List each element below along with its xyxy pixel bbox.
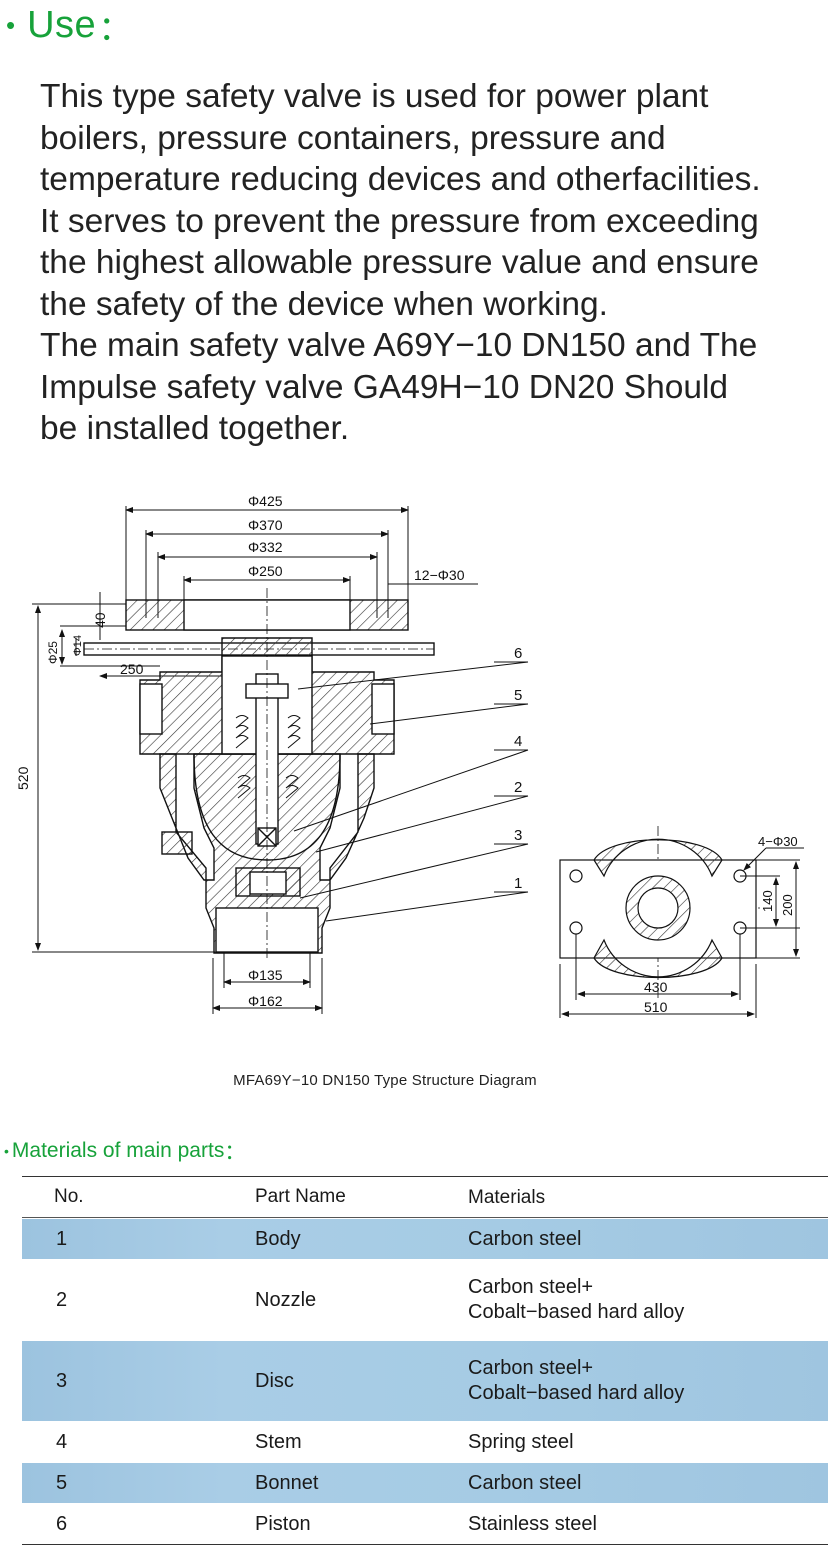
use-line: temperature reducing devices and otherfa… (40, 161, 761, 198)
header-materials: Materials (468, 1186, 546, 1208)
dim-phi250: Φ250 (248, 563, 283, 579)
bullet-icon: • (4, 1143, 9, 1159)
use-title: Use (27, 3, 97, 46)
dim-phi25: Φ25 (46, 641, 60, 664)
dim-phi370: Φ370 (248, 517, 283, 533)
row-part-name: Nozzle (255, 1288, 317, 1311)
dim-40: 40 (92, 612, 108, 628)
table-row: 1 Body Carbon steel (22, 1218, 828, 1259)
materials-colon: ： (224, 1141, 246, 1164)
dim-12-phi30: 12−Φ30 (414, 567, 465, 583)
callout-6: 6 (514, 645, 522, 662)
callout-2: 2 (514, 779, 522, 796)
materials-heading: • Materials of main parts ： (4, 1136, 245, 1166)
valve-drawing: Φ425 Φ370 Φ332 Φ250 12−Φ30 40 Φ25 Φ14 25… (15, 493, 804, 1018)
use-line: Impulse safety valve GA49H−10 DN20 Shoul… (40, 368, 729, 406)
dim-520: 520 (15, 766, 31, 790)
material-line: Spring steel (468, 1430, 574, 1453)
row-no: 2 (56, 1288, 68, 1311)
material-line: Cobalt−based hard alloy (468, 1382, 685, 1404)
use-line: boilers, pressure containers, pressure a… (40, 119, 666, 157)
callout-5: 5 (514, 687, 522, 704)
dim-200: 200 (780, 894, 795, 916)
row-no: 6 (56, 1512, 68, 1535)
row-no: 4 (56, 1430, 68, 1453)
material-line: Cobalt−based hard alloy (468, 1301, 685, 1323)
header-no: No. (54, 1186, 84, 1207)
dim-4-phi30: 4−Φ30 (758, 834, 798, 849)
row-part-name: Body (255, 1227, 301, 1250)
material-line: Stainless steel (468, 1512, 597, 1535)
table-row: 2 Nozzle Carbon steel+ Cobalt−based hard… (22, 1259, 828, 1340)
row-part-name: Piston (255, 1512, 311, 1535)
structure-diagram: Φ425 Φ370 Φ332 Φ250 12−Φ30 40 Φ25 Φ14 25… (0, 488, 832, 1028)
row-part-name: Bonnet (255, 1471, 319, 1494)
use-line: The main safety valve A69Y−10 DN150 and … (40, 327, 758, 364)
bullet-icon: • (6, 10, 16, 40)
row-material: Carbon steel (468, 1471, 581, 1496)
callout-3: 3 (514, 827, 522, 844)
use-line: This type safety valve is used for power… (40, 78, 709, 115)
dim-250: 250 (120, 661, 144, 677)
row-part-name: Disc (255, 1369, 294, 1392)
diagram-caption: MFA69Y−10 DN150 Type Structure Diagram (233, 1072, 537, 1089)
row-material: Carbon steel+ Cobalt−based hard alloy (468, 1275, 684, 1325)
dim-phi135: Φ135 (248, 967, 283, 983)
dim-phi14: Φ14 (72, 635, 84, 656)
table-row: 5 Bonnet Carbon steel (22, 1462, 828, 1503)
use-line: be installed together. (40, 410, 350, 447)
table-row: 4 Stem Spring steel (22, 1421, 828, 1462)
dim-430: 430 (644, 979, 668, 995)
row-no: 5 (56, 1471, 68, 1494)
table-row: 3 Disc Carbon steel+ Cobalt−based hard a… (22, 1340, 828, 1421)
dim-510: 510 (644, 999, 668, 1015)
callout-4: 4 (514, 733, 522, 750)
dim-phi425: Φ425 (248, 493, 283, 509)
use-colon: ： (98, 9, 133, 48)
dim-phi332: Φ332 (248, 539, 283, 555)
table-row: 6 Piston Stainless steel (22, 1503, 828, 1544)
row-part-name: Stem (255, 1430, 302, 1453)
material-line: Carbon steel (468, 1471, 582, 1494)
materials-table: No. Part Name Materials 1 Body Carbon st… (22, 1176, 828, 1545)
row-material: Carbon steel (468, 1227, 581, 1252)
table-header-row: No. Part Name Materials (22, 1177, 828, 1218)
row-no: 1 (56, 1227, 68, 1250)
row-no: 3 (56, 1369, 68, 1392)
row-material: Stainless steel (468, 1512, 597, 1537)
row-material: Carbon steel+ Cobalt−based hard alloy (468, 1356, 684, 1406)
use-description: This type safety valve is used for power… (40, 76, 830, 450)
header-part-name: Part Name (255, 1186, 346, 1207)
materials-title: Materials of main parts (11, 1139, 225, 1162)
material-line: Carbon steel+ (468, 1276, 594, 1298)
row-material: Spring steel (468, 1430, 574, 1455)
use-heading: • Use ： (6, 0, 132, 50)
use-line: It serves to prevent the pressure from e… (40, 202, 759, 240)
material-line: Carbon steel+ (468, 1357, 594, 1379)
material-line: Carbon steel (468, 1227, 582, 1250)
use-line: the safety of the device when working. (40, 285, 608, 323)
callout-1: 1 (514, 875, 522, 892)
dim-140: 140 (760, 890, 775, 912)
use-line: the highest allowable pressure value and… (40, 244, 759, 281)
dim-phi162: Φ162 (248, 993, 283, 1009)
